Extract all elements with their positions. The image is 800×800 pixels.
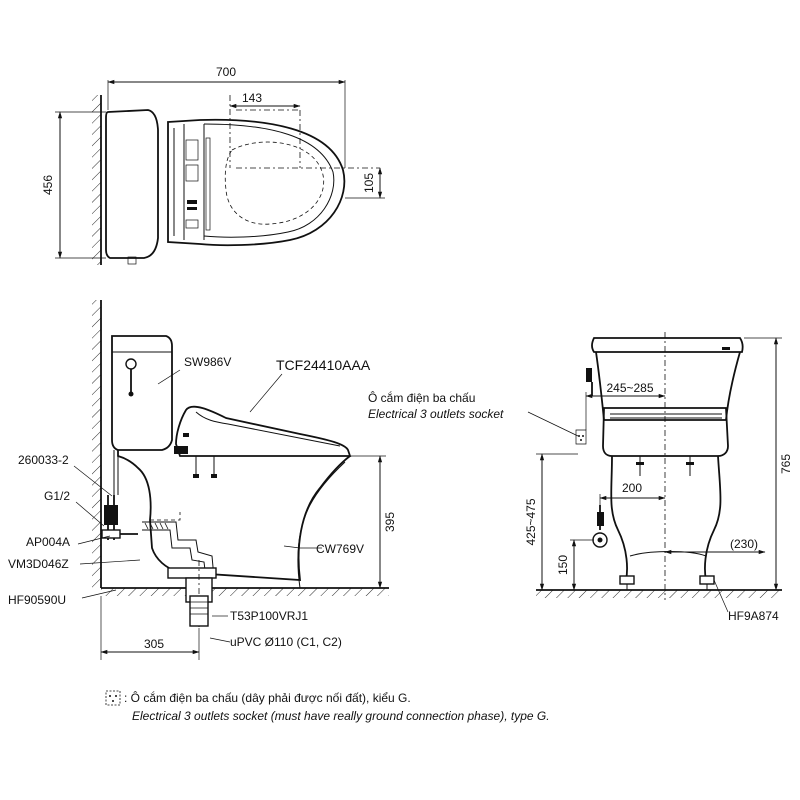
- side-tank: [111, 335, 173, 451]
- label-bowl: CW769V: [316, 542, 364, 556]
- label-outlet: T53P100VRJ1: [230, 609, 308, 623]
- dim-425-475: 425~475: [524, 498, 538, 545]
- socket-label-en: Electrical 3 outlets socket: [368, 407, 504, 421]
- label-hose: AP004A: [26, 535, 70, 549]
- socket-label-vi: Ô cắm điện ba chấu: [368, 390, 475, 405]
- label-thread: G1/2: [44, 489, 70, 503]
- top-seat-outline: [167, 118, 346, 247]
- top-tank: [105, 109, 159, 259]
- note-vi: : Ô cắm điện ba chấu (dây phải được nối …: [124, 690, 411, 705]
- side-bowl: [117, 450, 351, 581]
- dim-456: 456: [41, 175, 55, 195]
- footnote: : Ô cắm điện ba chấu (dây phải được nối …: [105, 690, 550, 723]
- front-floor-hatch: [536, 590, 782, 598]
- front-tank: [591, 337, 744, 353]
- top-wall-hatch: [92, 95, 101, 265]
- label-tank: SW986V: [184, 355, 231, 369]
- dim-395: 395: [383, 512, 397, 532]
- dim-700: 700: [216, 65, 236, 79]
- dim-230: (230): [730, 537, 758, 551]
- side-seat: [175, 405, 352, 457]
- dim-143: 143: [242, 91, 262, 105]
- label-bolt: HF9A874: [728, 609, 779, 623]
- top-view: 700 143 105 456: [41, 65, 385, 265]
- dim-245-285: 245~285: [606, 381, 653, 395]
- dim-105: 105: [362, 173, 376, 193]
- socket-symbol-icon: [105, 690, 121, 706]
- note-en: Electrical 3 outlets socket (must have r…: [132, 709, 550, 723]
- dim-305: 305: [144, 637, 164, 651]
- label-pipe: uPVC Ø110 (C1, C2): [230, 635, 342, 649]
- side-wall-hatch: [92, 300, 101, 588]
- dim-200: 200: [622, 481, 642, 495]
- front-view: 245~285 Ô cắm điện ba chấu Electrical 3 …: [368, 332, 793, 623]
- dim-150: 150: [556, 555, 570, 575]
- label-valve: 260033-2: [18, 453, 69, 467]
- label-seat: TCF24410AAA: [276, 357, 371, 373]
- label-flange: HF90590U: [8, 593, 66, 607]
- front-bowl: [610, 455, 722, 581]
- dim-765: 765: [779, 454, 793, 474]
- front-seat: [602, 407, 729, 457]
- side-view: 395 305 SW986V TCF24410AAA 260033-2 G1/2…: [8, 300, 397, 660]
- side-floor-hatch: [101, 588, 389, 596]
- side-trap: [142, 521, 215, 579]
- label-drain-part: VM3D046Z: [8, 557, 69, 571]
